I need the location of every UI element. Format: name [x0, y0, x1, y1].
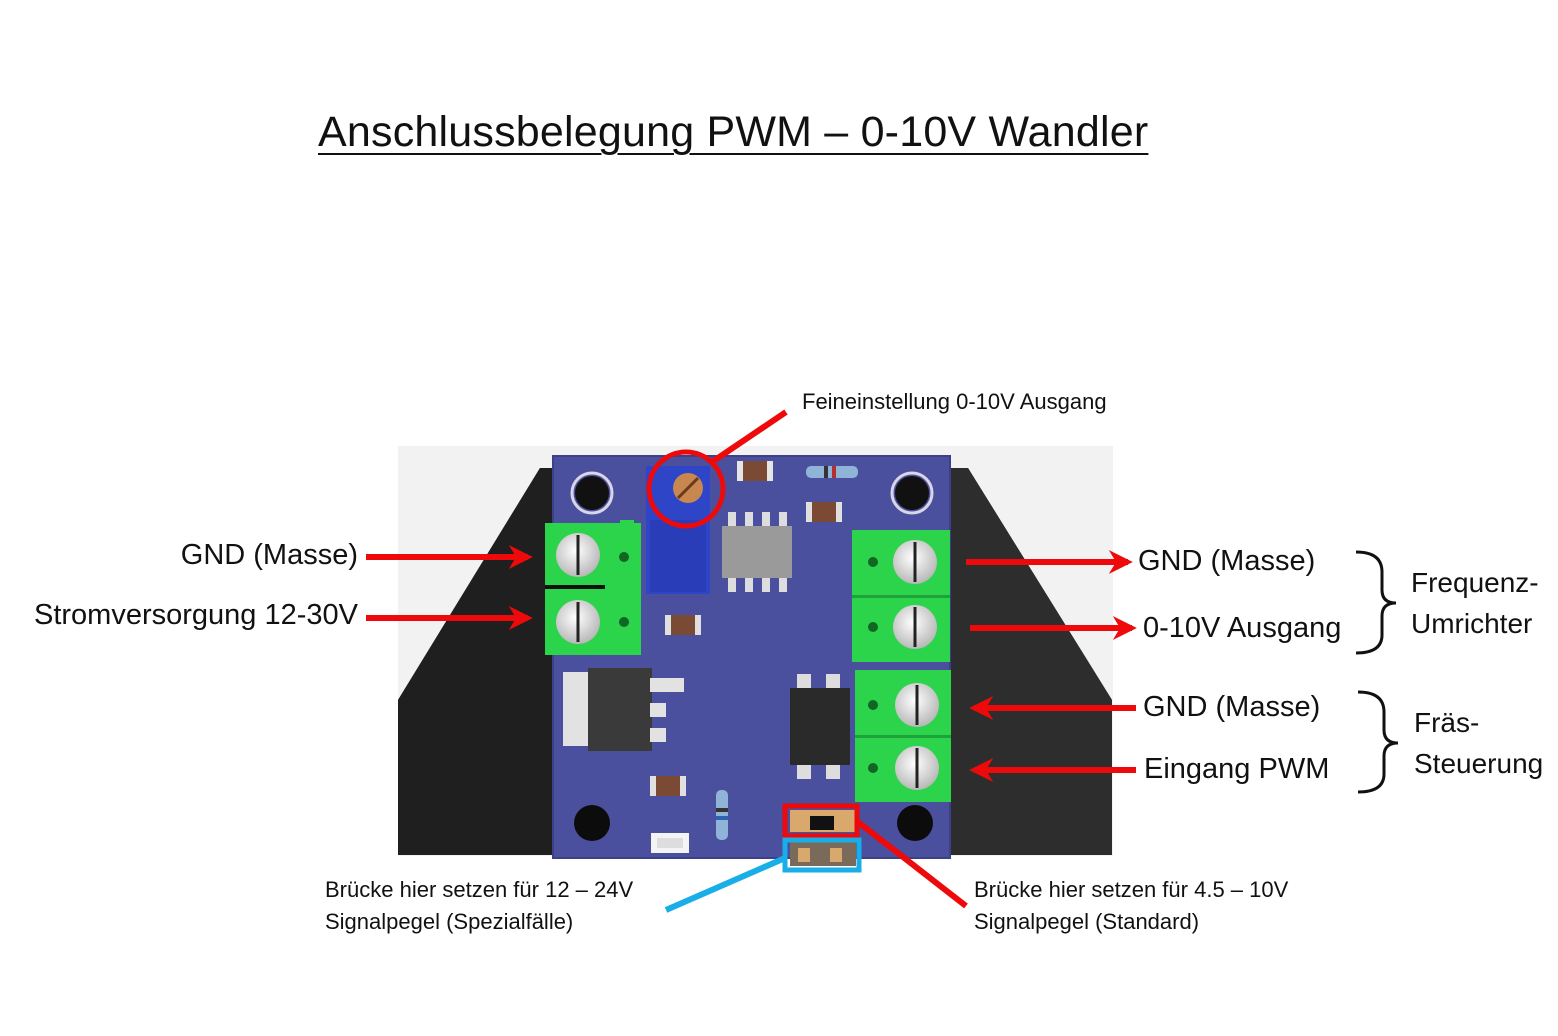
annotation-bridge-special: Brücke hier setzen für 12 – 24V Signalpe… — [325, 874, 633, 938]
ic-chip — [722, 512, 792, 592]
mount-hole-bl — [574, 805, 610, 841]
group-cnc: Fräs- Steuerung — [1414, 702, 1543, 784]
mount-hole-tl — [575, 476, 609, 510]
trimpot — [646, 466, 710, 594]
label-gnd-left: GND (Masse) — [180, 539, 358, 571]
label-power-left: Stromversorgung 12-30V — [34, 599, 358, 631]
label-0-10v-out: 0-10V Ausgang — [1143, 612, 1342, 644]
trimpot-callout — [646, 409, 788, 529]
brace-vfd — [1355, 550, 1397, 655]
voltage-regulator — [563, 668, 684, 751]
page-title: Anschlussbelegung PWM – 0-10V Wandler — [318, 108, 1149, 156]
annotation-bridge-standard-line1: Brücke hier setzen für 4.5 – 10V — [974, 877, 1289, 902]
group-cnc-line1: Fräs- — [1414, 707, 1480, 738]
annotation-bridge-standard-line2: Signalpegel (Standard) — [974, 909, 1200, 934]
annotation-bridge-standard: Brücke hier setzen für 4.5 – 10V Signalp… — [974, 874, 1288, 938]
terminal-block-input — [855, 670, 951, 802]
label-pwm-in: Eingang PWM — [1144, 753, 1330, 785]
label-gnd-in: GND (Masse) — [1143, 691, 1321, 723]
annotation-trimpot: Feineinstellung 0-10V Ausgang — [802, 389, 1107, 414]
terminal-block-output — [852, 530, 950, 662]
terminal-block-power — [545, 520, 641, 655]
group-vfd: Frequenz- Umrichter — [1411, 562, 1539, 644]
group-vfd-line2: Umrichter — [1411, 608, 1533, 639]
mount-hole-br — [897, 805, 933, 841]
group-vfd-line1: Frequenz- — [1411, 567, 1539, 598]
label-gnd-out: GND (Masse) — [1138, 545, 1316, 577]
arrows — [366, 545, 1137, 782]
group-cnc-line2: Steuerung — [1414, 748, 1544, 779]
mount-hole-tr — [895, 476, 929, 510]
jumper-header — [790, 810, 856, 866]
annotation-bridge-special-line2: Signalpegel (Spezialfälle) — [325, 909, 574, 934]
jumper-standard-marker — [782, 803, 968, 909]
brace-cnc — [1357, 690, 1399, 794]
jumper-special-marker — [664, 837, 862, 913]
optocoupler-chip — [790, 674, 850, 779]
annotation-bridge-special-line1: Brücke hier setzen für 12 – 24V — [325, 877, 634, 902]
